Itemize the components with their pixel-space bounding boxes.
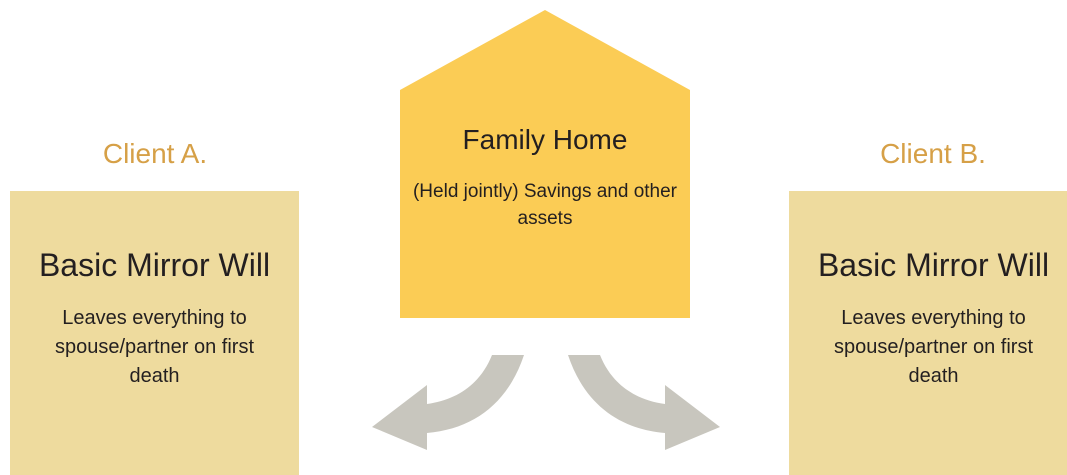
curved-arrow-left-icon <box>372 355 524 450</box>
client-b-will-box: Basic Mirror Will Leaves everything to s… <box>789 191 1067 475</box>
curved-arrow-right-icon <box>568 355 720 450</box>
client-a-will-box: Basic Mirror Will Leaves everything to s… <box>10 191 299 475</box>
family-home-title: Family Home <box>462 124 628 155</box>
house-shape-icon <box>400 10 690 318</box>
client-b-will-title: Basic Mirror Will <box>817 247 1050 283</box>
client-a-label: Client A. <box>102 138 208 169</box>
client-a-will-title: Basic Mirror Will <box>38 247 271 283</box>
family-home-description: (Held jointly) Savings and other assets <box>412 181 678 229</box>
client-b-label: Client B. <box>880 138 986 169</box>
client-b-will-description: Leaves everything to spouse/partner on f… <box>834 307 1033 387</box>
family-home-house: Family Home (Held jointly) Savings and o… <box>400 10 690 318</box>
client-a-will-description: Leaves everything to spouse/partner on f… <box>55 307 254 387</box>
